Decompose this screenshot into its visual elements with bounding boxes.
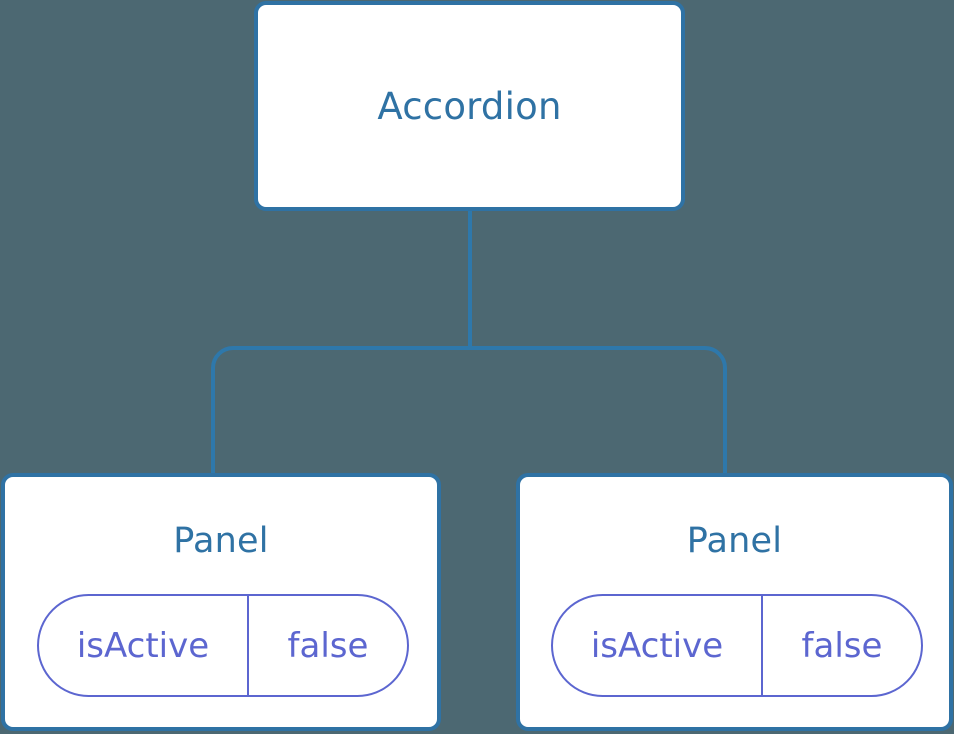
prop-value-isactive-1: false — [287, 625, 369, 666]
node-panel-2[interactable]: Panel isActive false — [516, 473, 953, 731]
node-accordion[interactable]: Accordion — [254, 1, 685, 211]
edge-to-panel-left — [211, 346, 470, 476]
prop-value-isactive-2: false — [801, 625, 883, 666]
node-panel-2-label: Panel — [686, 521, 783, 561]
prop-key-isactive-2: isActive — [553, 596, 763, 695]
node-panel-1[interactable]: Panel isActive false — [1, 473, 441, 731]
node-panel-1-label: Panel — [173, 521, 269, 561]
node-accordion-label: Accordion — [377, 84, 562, 128]
prop-pill-panel-2[interactable]: isActive false — [551, 594, 923, 697]
prop-key-isactive-1: isActive — [39, 596, 249, 695]
prop-pill-panel-1[interactable]: isActive false — [37, 594, 409, 697]
edge-to-panel-right — [470, 346, 727, 476]
